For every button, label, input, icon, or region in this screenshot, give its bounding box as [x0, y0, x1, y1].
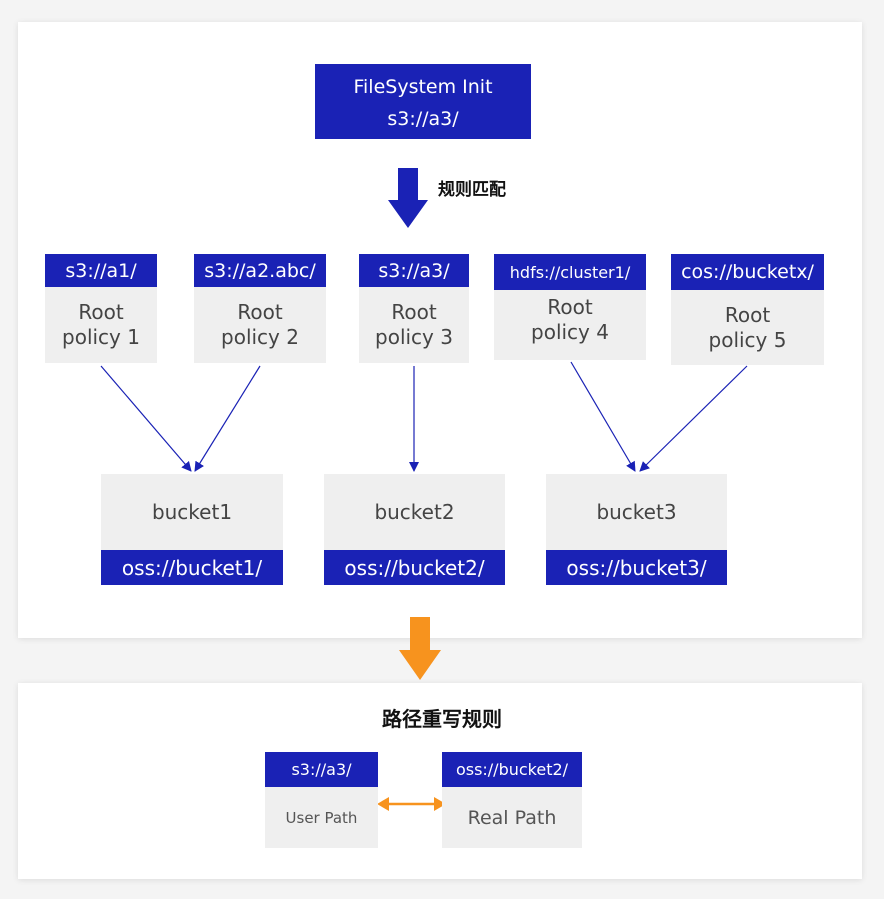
policy-4-line1: Root: [547, 295, 593, 319]
bucket-2-path: oss://bucket2/: [324, 550, 505, 585]
policy-1-box: Root policy 1: [45, 287, 157, 363]
user-path-value: s3://a3/: [265, 752, 378, 787]
real-path-value: oss://bucket2/: [442, 752, 582, 787]
bucket-1-name: bucket1: [151, 500, 233, 524]
edge-policy1-bucket1: [100, 365, 192, 472]
bucket-2-box: bucket2: [324, 474, 505, 550]
bucket-1-path: oss://bucket1/: [101, 550, 283, 585]
policy-1-line2: policy 1: [62, 325, 140, 349]
policy-5-box: Root policy 5: [671, 290, 824, 365]
policy-1-line1: Root: [78, 300, 124, 324]
filesystem-init-box: FileSystem Init s3://a3/: [315, 64, 531, 139]
policy-4-path: hdfs://cluster1/: [494, 254, 646, 290]
rewrite-rule-title: 路径重写规则: [382, 707, 502, 731]
policy-2-path: s3://a2.abc/: [194, 254, 326, 287]
policy-4-line2: policy 4: [531, 320, 609, 344]
policy-2-line2: policy 2: [221, 325, 299, 349]
policy-5-line2: policy 5: [708, 327, 787, 352]
match-rule-label: 规则匹配: [438, 180, 506, 200]
policy-3-line2: policy 3: [375, 325, 453, 349]
policy-4-box: Root policy 4: [494, 290, 646, 360]
rewrite-down-arrow: [399, 617, 441, 680]
policy-3-path: s3://a3/: [359, 254, 469, 287]
double-arrow-left-head: [377, 797, 389, 811]
policy-3-box: Root policy 3: [359, 287, 469, 363]
double-arrow-right-head: [434, 797, 446, 811]
bucket-2-name: bucket2: [374, 500, 455, 524]
policy-2-box: Root policy 2: [194, 287, 326, 363]
bottom-panel: [18, 683, 862, 879]
edge-policy5-bucket3: [639, 365, 748, 472]
policy-2-line1: Root: [237, 300, 283, 324]
bucket-3-box: bucket3: [546, 474, 727, 550]
policy-3-line1: Root: [391, 300, 437, 324]
bucket-3-path: oss://bucket3/: [546, 550, 727, 585]
policy-1-path: s3://a1/: [45, 254, 157, 287]
init-title: FileSystem Init: [353, 76, 493, 98]
match-down-arrow: [388, 168, 428, 228]
policy-5-line1: Root: [724, 302, 771, 327]
bucket-3-name: bucket3: [596, 500, 677, 524]
edge-policy2-bucket1: [194, 365, 261, 472]
bucket-1-box: bucket1: [101, 474, 283, 550]
policy-5-path: cos://bucketx/: [671, 254, 824, 290]
edge-policy4-bucket3: [570, 361, 636, 472]
init-path: s3://a3/: [387, 108, 459, 130]
real-path-label: Real Path: [442, 787, 582, 848]
user-path-label: User Path: [265, 787, 378, 848]
